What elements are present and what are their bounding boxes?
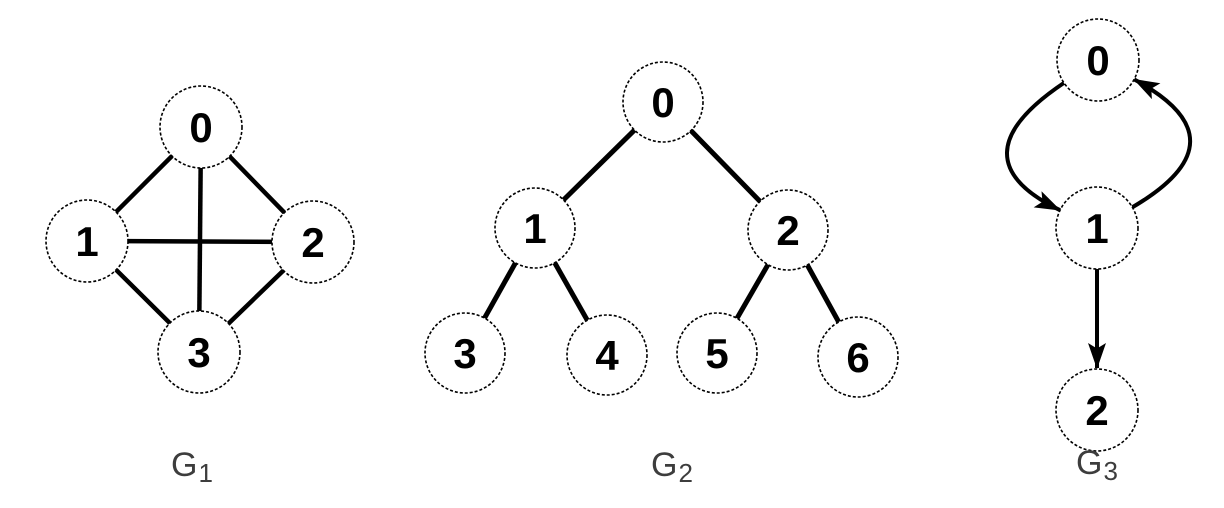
edge-g3-0-1 xyxy=(1005,81,1066,212)
caption-G1-main: G xyxy=(171,446,198,484)
node-label: 2 xyxy=(301,219,324,266)
node-g1-0 xyxy=(159,85,243,169)
caption-G3-sub: 3 xyxy=(1103,456,1118,486)
node-label: 1 xyxy=(523,205,546,252)
caption-G3: G3 xyxy=(1076,444,1118,486)
graph-G3: 0 1 2 xyxy=(1005,18,1192,452)
caption-G1-sub: 1 xyxy=(198,458,213,488)
graph-G2: 0 1 2 3 4 5 6 xyxy=(424,61,899,398)
caption-G2: G2 xyxy=(651,446,693,488)
caption-G2-main: G xyxy=(651,446,678,484)
node-label: 1 xyxy=(1085,205,1108,252)
node-g3-0 xyxy=(1056,18,1140,102)
graph-G1: 0 1 2 3 xyxy=(45,85,355,394)
node-label: 2 xyxy=(1085,387,1108,434)
node-label: 2 xyxy=(776,207,799,254)
caption-G3-main: G xyxy=(1076,444,1103,482)
node-g2-2 xyxy=(747,189,829,271)
node-label: 5 xyxy=(705,330,728,377)
node-label: 0 xyxy=(651,79,674,126)
node-label: 3 xyxy=(187,329,210,376)
node-label: 6 xyxy=(846,334,869,381)
node-label: 3 xyxy=(453,330,476,377)
caption-G2-sub: 2 xyxy=(678,458,693,488)
node-g1-1 xyxy=(45,199,129,283)
edge-g3-1-0 xyxy=(1131,77,1192,209)
node-label: 4 xyxy=(595,332,619,379)
node-g1-2 xyxy=(271,200,355,284)
node-label: 0 xyxy=(189,104,212,151)
node-g2-6 xyxy=(817,316,899,398)
node-g2-0 xyxy=(622,61,704,143)
node-label: 1 xyxy=(75,218,98,265)
node-g3-2 xyxy=(1055,368,1139,452)
node-label: 0 xyxy=(1086,37,1109,84)
node-g3-1 xyxy=(1055,186,1139,270)
node-g2-1 xyxy=(494,187,576,269)
node-g2-5 xyxy=(676,312,758,394)
caption-G1: G1 xyxy=(171,446,213,488)
node-g2-3 xyxy=(424,312,506,394)
node-g1-3 xyxy=(157,310,241,394)
node-g2-4 xyxy=(566,314,648,396)
